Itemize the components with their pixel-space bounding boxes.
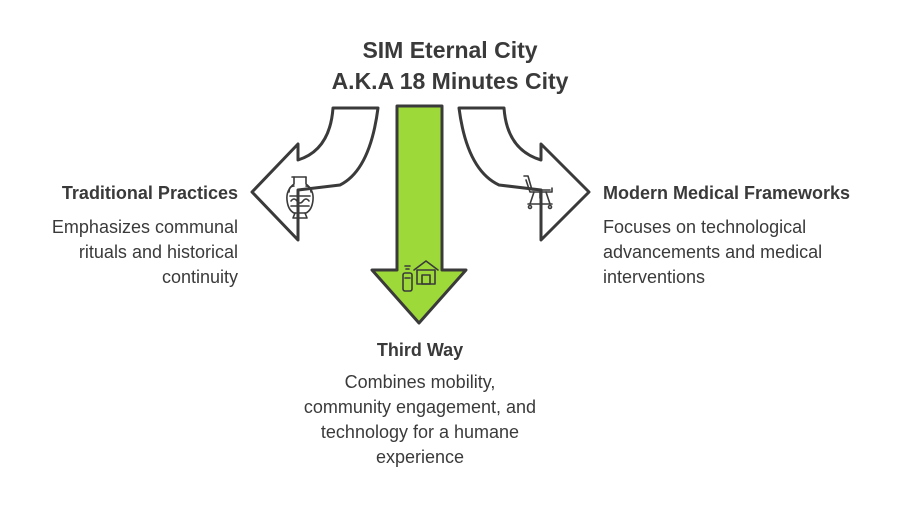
diagram-title-line-1: SIM Eternal City (362, 37, 538, 63)
third-way-line-4: experience (375, 447, 465, 467)
modern-medical-frameworks-description: Focuses on technological advancements an… (603, 215, 822, 290)
traditional-practices-line-1: Emphasizes communal (51, 217, 238, 237)
traditional-practices-line-3: continuity (161, 267, 238, 287)
modern-medical-frameworks-line-1: Focuses on technological (603, 217, 807, 237)
medical-bed-icon (523, 175, 553, 210)
left-branch-arrow (250, 106, 380, 242)
traditional-practices-description: Emphasizes communal rituals and historic… (52, 215, 238, 290)
third-way-line-2: community engagement, and (303, 397, 537, 417)
third-way-title: Third Way (376, 340, 464, 360)
third-way-description: Combines mobility, community engagement,… (260, 370, 580, 470)
modern-medical-frameworks-title: Modern Medical Frameworks (603, 183, 851, 203)
third-way-line-3: technology for a humane (320, 422, 520, 442)
modern-medical-frameworks-line-3: interventions (603, 267, 706, 287)
third-way-line-1: Combines mobility, (344, 372, 496, 392)
traditional-practices-title: Traditional Practices (61, 183, 238, 203)
modern-medical-frameworks-line-2: advancements and medical (603, 242, 823, 262)
diagram-title-line-2: A.K.A 18 Minutes City (331, 68, 569, 94)
traditional-practices-line-2: rituals and historical (78, 242, 238, 262)
amphora-icon (286, 176, 314, 219)
center-branch-arrow (370, 104, 468, 325)
right-branch-arrow (457, 106, 591, 242)
community-tech-icon (402, 260, 439, 292)
